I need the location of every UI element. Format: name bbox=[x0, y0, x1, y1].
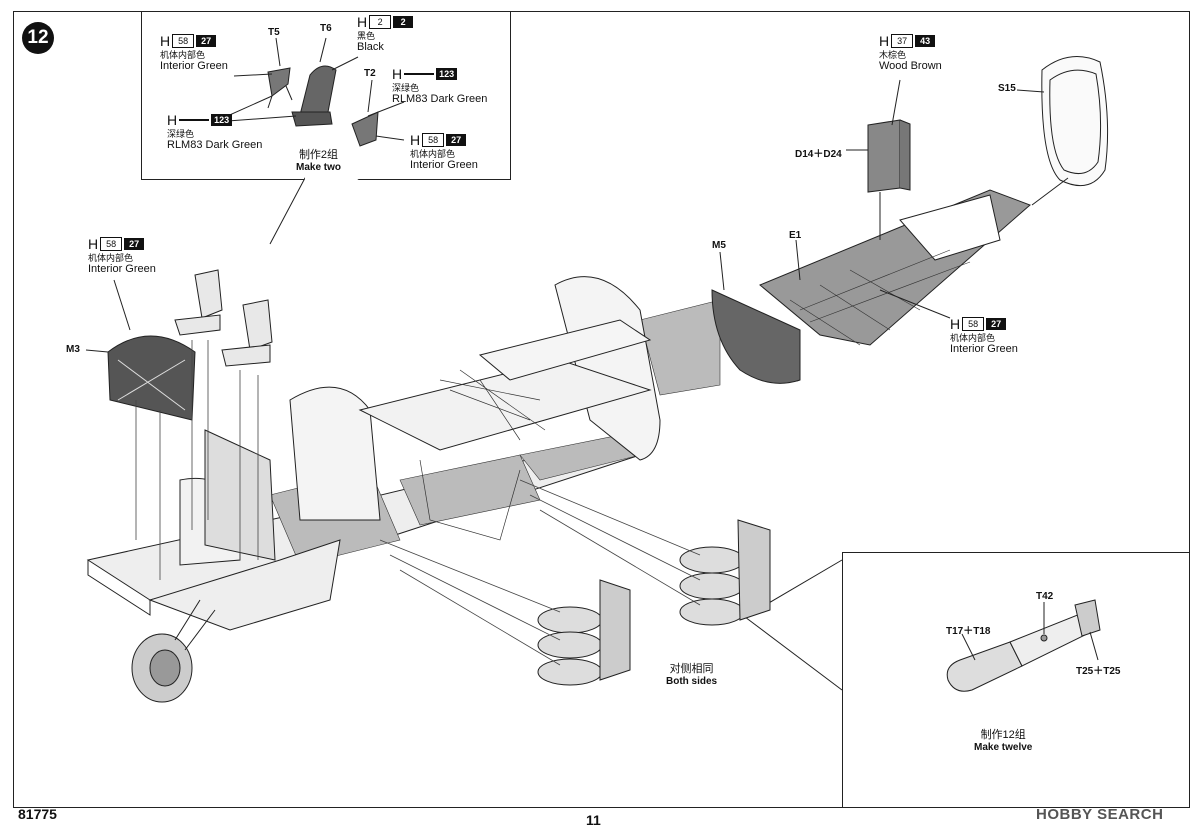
part-label-m5: M5 bbox=[712, 240, 726, 251]
seat-right bbox=[221, 299, 273, 367]
part-label-t2: T2 bbox=[364, 68, 376, 79]
part-label-t25: T25＋T25 bbox=[1076, 666, 1121, 677]
main-frame bbox=[13, 11, 1190, 808]
bottom-inset-frame bbox=[842, 552, 1190, 808]
inset-frame-t5 bbox=[267, 67, 293, 109]
part-label-m3: M3 bbox=[66, 344, 80, 355]
seat-left bbox=[174, 269, 223, 336]
part-e1-floor bbox=[759, 189, 1031, 346]
note-make-two: 制作2组 Make two bbox=[296, 149, 342, 173]
part-d14-box bbox=[867, 119, 911, 240]
inset-seat-t6 bbox=[291, 65, 337, 127]
part-label-s15: S15 bbox=[998, 83, 1016, 94]
part-label-e1: E1 bbox=[789, 230, 802, 241]
part-label-t42: T42 bbox=[1036, 591, 1054, 602]
part-m3-bulkhead bbox=[107, 335, 196, 421]
inset-bomb bbox=[946, 599, 1101, 692]
product-code: 81775 bbox=[18, 806, 57, 822]
part-m5-panel bbox=[711, 289, 801, 384]
bombs-right bbox=[679, 519, 771, 626]
part-label-t6: T6 bbox=[320, 23, 332, 34]
part-label-t17-t18: T17＋T18 bbox=[946, 626, 991, 637]
page-number: 11 bbox=[586, 812, 601, 828]
inset-frame-t2 bbox=[351, 111, 379, 147]
note-both-sides: 对侧相同 Both sides bbox=[666, 663, 718, 687]
step-number-badge: 12 bbox=[22, 22, 54, 54]
watermark: HOBBY SEARCH bbox=[1036, 806, 1164, 823]
part-s15-window bbox=[1031, 56, 1109, 206]
note-make-twelve: 制作12组 Make twelve bbox=[974, 729, 1033, 753]
part-label-d14-d24: D14＋D24 bbox=[795, 149, 842, 160]
bombs-left bbox=[537, 579, 631, 686]
part-label-t5: T5 bbox=[268, 27, 280, 38]
